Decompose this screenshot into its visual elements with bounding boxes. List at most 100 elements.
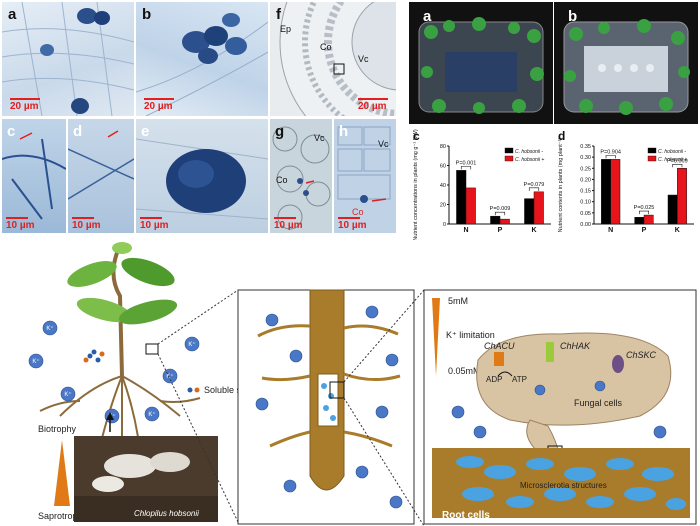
species-label: Chlopilus hobsonii: [134, 509, 199, 518]
micrograph-c: c 10 µm: [2, 119, 66, 233]
scale-bar-label: 10 µm: [274, 220, 303, 231]
scale-bar-label: 10 µm: [338, 220, 367, 231]
photo-a: a: [409, 2, 553, 124]
scale-bar-label: 10 µm: [6, 220, 35, 231]
y-axis-label: Nutrient concentrations in plants (mg g⁻…: [413, 129, 419, 240]
micrograph-a: a 20 µm: [2, 2, 134, 116]
tissue-label-ep: Ep: [280, 24, 292, 34]
p-value-label: P=0.904: [600, 149, 621, 155]
sugar-dot-orange: [194, 387, 200, 393]
legend-label: C. hobsonii +: [658, 157, 687, 163]
legend-label: C. hobsonii +: [515, 157, 544, 163]
micrograph-f: f Ep Co Vc 20 µm: [270, 2, 396, 116]
transporter-hak-label: ChHAK: [560, 341, 591, 351]
significance-bracket: [528, 187, 540, 191]
bar: [610, 159, 621, 225]
legend-swatch: [647, 147, 657, 154]
photo-b-image: [563, 19, 690, 115]
trophic-gradient: [54, 440, 70, 506]
potassium-ions-left: [28, 320, 200, 424]
panel-label: a: [8, 6, 17, 23]
y-tick-label: 0.35: [580, 144, 591, 150]
sugar-dot-blue: [187, 387, 193, 393]
x-tick-label: N: [463, 227, 468, 234]
legend-label: C. hobsonii -: [658, 149, 686, 155]
micrograph-a-image: [2, 2, 134, 116]
y-tick-label: 0.05: [580, 211, 591, 217]
y-tick-label: 0: [443, 222, 446, 228]
micrograph-b-image: [136, 13, 268, 116]
bar: [667, 194, 678, 225]
y-tick-label: 80: [440, 144, 446, 150]
micrograph-h-image: [337, 126, 391, 203]
bar: [643, 214, 654, 225]
photo-a-image: [418, 17, 544, 114]
scale-bar: 20 µm: [10, 98, 40, 112]
panel-label: b: [142, 6, 152, 23]
tissue-label-co: Co: [320, 42, 332, 52]
bar: [634, 217, 645, 225]
x-tick-label: P: [498, 227, 503, 234]
y-tick-label: 40: [440, 183, 446, 189]
micrograph-g-image: [272, 126, 331, 230]
x-tick-label: K: [531, 227, 536, 234]
micrograph-c-image: [2, 132, 66, 220]
tissue-label-co: Co: [276, 175, 288, 185]
p-value-label: P=0.025: [634, 205, 655, 211]
bar: [465, 187, 476, 225]
micrograph-e-image: [136, 138, 268, 220]
high-concentration-label: 5mM: [448, 296, 468, 306]
micrograph-b: b 20 µm: [136, 2, 268, 116]
p-value-label: P=0.079: [524, 182, 545, 188]
y-tick-label: 0.00: [580, 222, 591, 228]
x-tick-label: P: [642, 227, 647, 234]
bar: [601, 159, 611, 225]
scale-bar-label: 10 µm: [72, 220, 101, 231]
mushroom-photo: [74, 436, 218, 522]
model-diagram: K⁺ K⁺ K⁺ K⁺ K⁺ K⁺ K⁺ Soluble sugars Biot…: [28, 242, 697, 526]
significance-bracket: [672, 163, 683, 168]
microsclerotia: [456, 456, 686, 510]
scale-bar: 20 µm: [144, 98, 174, 112]
panel-label: c: [7, 123, 16, 140]
fungal-cells-label: Fungal cells: [574, 398, 623, 408]
micrograph-d: d 10 µm: [68, 119, 134, 233]
p-value-label: P=0.009: [667, 158, 688, 164]
legend-label: C. hobsonii -: [515, 149, 543, 155]
panel-label: d: [73, 123, 83, 140]
y-axis-label: Nutrient contents in plants (mg plant⁻¹): [558, 138, 564, 233]
plant-illustration: [39, 242, 201, 466]
micrograph-e: e 10 µm: [136, 119, 268, 233]
scale-bar-label: 10 µm: [140, 220, 169, 231]
y-tick-label: 0.25: [580, 166, 591, 172]
panel-label: d: [558, 129, 565, 143]
potassium-limitation-label: K⁺ limitation: [446, 330, 495, 340]
root-zoom-illustration: [255, 289, 403, 509]
y-tick-label: 0.15: [580, 189, 591, 195]
y-tick-label: 0.20: [580, 177, 591, 183]
significance-bracket: [605, 155, 616, 159]
bar: [677, 168, 687, 225]
scale-bar: 10 µm: [140, 217, 169, 231]
y-tick-label: 20: [440, 203, 446, 209]
panel-label: b: [568, 8, 578, 25]
scale-bar: 10 µm: [72, 217, 101, 231]
photo-b: b: [554, 2, 698, 124]
y-tick-label: 0.10: [580, 200, 591, 206]
significance-bracket: [494, 211, 506, 216]
k-ion-label: K⁺: [46, 325, 53, 332]
bar: [524, 198, 535, 225]
atp-arrow: [497, 371, 513, 377]
soluble-sugars-label: Soluble sugars: [204, 385, 264, 395]
scale-bar: 10 µm: [6, 217, 35, 231]
k-ion-label: K⁺: [188, 341, 195, 348]
legend-swatch: [504, 155, 514, 162]
p-value-label: P=0.009: [490, 206, 511, 212]
panel-label: a: [423, 8, 432, 25]
micrograph-f-image: [279, 2, 396, 116]
bar: [499, 218, 510, 225]
panel-label: f: [276, 6, 281, 23]
fungal-cell: [476, 332, 672, 426]
